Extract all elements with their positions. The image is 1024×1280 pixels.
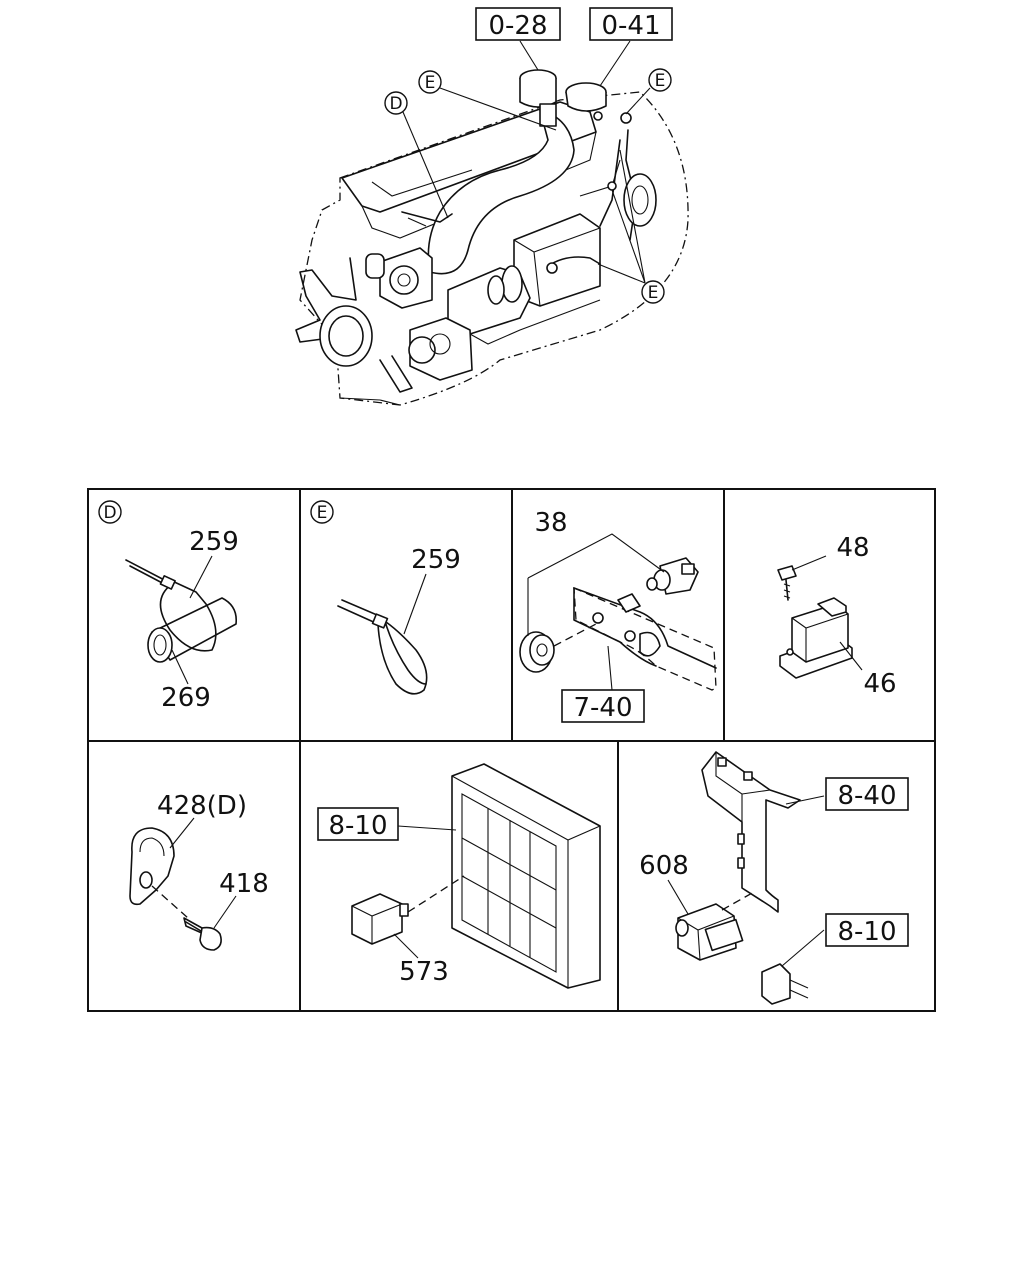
callout-e-top-right-label: E: [655, 71, 666, 91]
ref-8-40: 8-40: [837, 781, 896, 811]
part-608: 608: [639, 851, 689, 881]
callout-e-right-label: E: [648, 283, 659, 303]
ref-box-0-28: [475, 7, 561, 41]
panel-d-marker: D: [103, 503, 116, 523]
panel-sensor: 38 7-40: [519, 508, 717, 723]
callout-d: [384, 91, 408, 115]
part-418: 418: [219, 869, 269, 899]
part-259-d: 259: [189, 527, 239, 557]
engine-overview: 0-28 0-41 E E E D: [295, 7, 689, 406]
callout-e-right: [641, 280, 665, 304]
ref-box-0-41: [589, 7, 673, 41]
callout-e-top-left: [418, 70, 442, 94]
part-48: 48: [836, 533, 869, 563]
panel-fusebox: 8-10 573: [317, 763, 601, 989]
part-428-d: 428(D): [157, 791, 247, 821]
panel-e-marker: E: [317, 503, 328, 523]
part-46: 46: [863, 669, 896, 699]
part-38: 38: [534, 508, 567, 538]
part-269: 269: [161, 683, 211, 713]
ref-7-40: 7-40: [573, 693, 632, 723]
ref-0-41: 0-41: [601, 11, 660, 41]
callout-d-label: D: [389, 94, 402, 114]
panel-e: E 259: [310, 500, 461, 695]
detail-grid: [87, 488, 936, 1012]
ref-8-10-fusebox: 8-10: [328, 811, 387, 841]
part-259-e: 259: [411, 545, 461, 575]
part-573: 573: [399, 957, 449, 987]
callout-e-top-left-label: E: [425, 73, 436, 93]
ref-0-28: 0-28: [488, 11, 547, 41]
panel-clip: 428(D) 418: [129, 791, 269, 951]
panel-bracket: 8-40 608 8-10: [639, 751, 909, 1005]
panel-relay: 48 46: [777, 533, 897, 699]
callout-e-top-right: [648, 68, 672, 92]
panel-d: D 259 269: [98, 500, 239, 713]
ref-8-10-bracket: 8-10: [837, 917, 896, 947]
